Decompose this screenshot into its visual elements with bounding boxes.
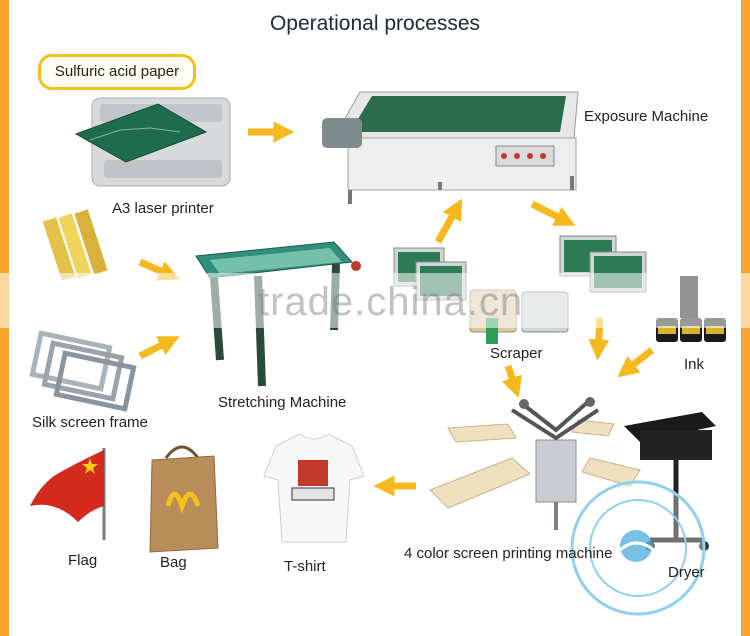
label-a3-laser-printer: A3 laser printer: [112, 200, 214, 217]
callout-bubble: Sulfuric acid paper: [38, 54, 196, 90]
label-bag: Bag: [160, 554, 187, 571]
mesh-fabric-rolls: [42, 209, 108, 281]
label-flag: Flag: [68, 552, 98, 569]
disen-stamp-logo: [570, 480, 706, 616]
arrow-exposure-to-screens: [530, 200, 576, 226]
label-silk-screen-frame: Silk screen frame: [32, 414, 148, 431]
dryer-illustration: [624, 412, 716, 551]
arrow-ink-to-press: [617, 347, 655, 378]
watermark-text: trade.china.cn: [258, 280, 524, 324]
laser-printer-illustration: [74, 97, 231, 187]
label-dryer: Dryer: [668, 564, 705, 581]
label-stretching-machine: Stretching Machine: [218, 394, 347, 411]
diagram-title: Operational processes: [269, 12, 481, 35]
screen-printing-machine-illustration: [429, 397, 641, 530]
flag-illustration: [30, 448, 106, 540]
label-4-color-screen-printing-machine: 4 color screen printing machine: [404, 545, 613, 562]
bag-illustration: [149, 445, 219, 553]
arrow-frame-to-stretcher: [138, 336, 180, 360]
label-exposure-machine: Exposure Machine: [584, 108, 709, 125]
silk-screen-frames-illustration: [29, 330, 137, 412]
arrow-screens-to-exposure: [434, 198, 463, 244]
label-sulfuric-acid-paper: Sulfuric acid paper: [54, 63, 180, 80]
label-tshirt: T-shirt: [284, 558, 326, 575]
label-ink: Ink: [684, 356, 705, 373]
watermark-band: [0, 273, 750, 328]
arrow-scraper-to-press: [502, 364, 522, 398]
tshirt-illustration: [263, 433, 365, 543]
label-scraper: Scraper: [490, 345, 543, 362]
exposure-machine-illustration: [322, 91, 579, 204]
